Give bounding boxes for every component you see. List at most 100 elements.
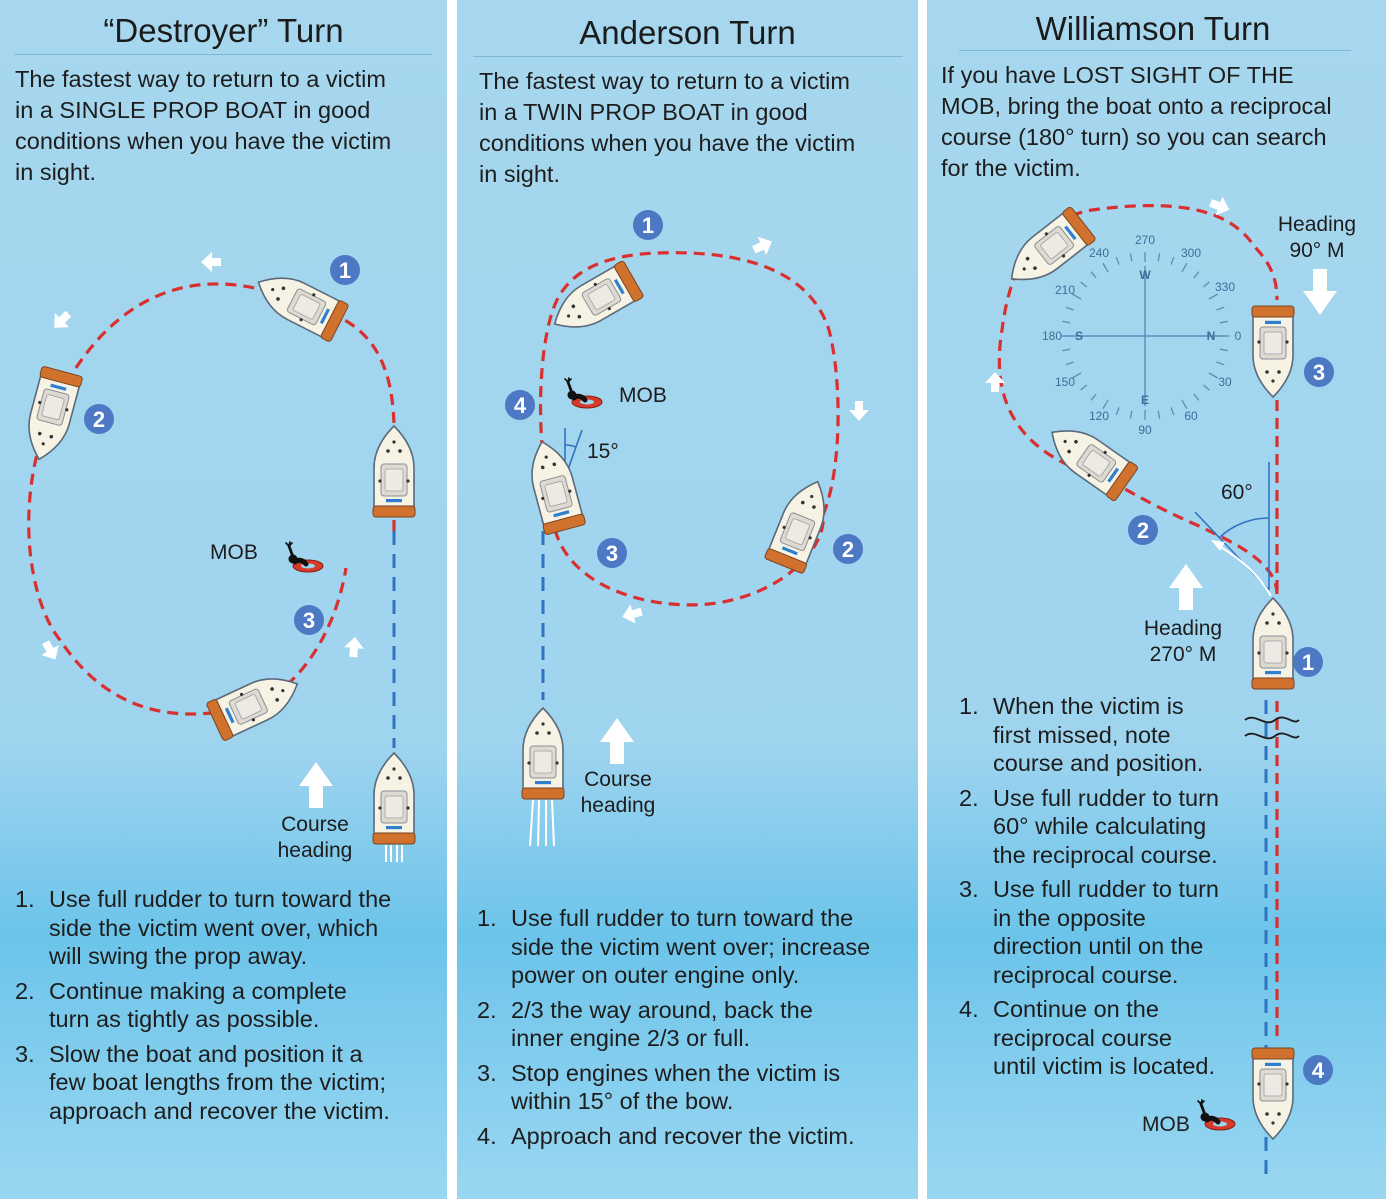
step-line: Stop engines when the victim is	[511, 1059, 841, 1086]
intro-line: in sight.	[479, 161, 560, 187]
title-rule	[959, 50, 1351, 51]
step-item: 4. Continue on the reciprocal course unt…	[959, 995, 1259, 1081]
panel-title: Anderson Turn	[579, 14, 796, 51]
marker-badge-3: 3	[1304, 357, 1334, 387]
course-heading-label: Course heading	[573, 767, 663, 819]
heading-arrow-icon	[1303, 269, 1337, 315]
step-number: 4.	[959, 996, 979, 1022]
marker-badge-2: 2	[1128, 515, 1158, 545]
prop-wash-icon	[385, 845, 403, 862]
prop-wash-icon	[529, 799, 555, 847]
step-line: the reciprocal course.	[993, 841, 1218, 868]
intro-line: in sight.	[15, 159, 96, 185]
intro-line: The fastest way to return to a victim	[15, 66, 386, 92]
compass-degree: 90	[1138, 423, 1152, 437]
turn-arrow-head	[1211, 540, 1225, 551]
marker-badge-4: 4	[1303, 1055, 1333, 1085]
step-line: Use full rudder to turn	[993, 784, 1219, 811]
marker-badge-4: 4	[505, 390, 535, 420]
boat-icon	[1251, 597, 1295, 690]
compass-degree: 210	[1055, 283, 1075, 297]
step-line: 60° while calculating	[993, 813, 1207, 839]
step-line: reciprocal course	[993, 1024, 1172, 1051]
step-item: 4. Approach and recover the victim.	[477, 1122, 915, 1151]
step-line: power on outer engine only.	[511, 962, 800, 988]
svg-text:2: 2	[1137, 518, 1149, 543]
mob-swimmer-icon	[565, 378, 602, 408]
compass-degree: 60	[1184, 409, 1198, 423]
boat-icon	[1251, 305, 1295, 398]
boat-icon	[543, 259, 645, 343]
boat-icon	[520, 435, 587, 536]
step-line: 2/3 the way around, back the	[511, 996, 813, 1023]
direction-arrow-icon	[47, 306, 76, 335]
boat-icon	[17, 365, 84, 466]
boat-icon	[763, 472, 839, 575]
compass-cardinal: S	[1075, 329, 1083, 343]
step-line: in the opposite	[993, 904, 1146, 931]
label-line: 270° M	[1149, 643, 1217, 666]
mob-label: MOB	[210, 541, 258, 564]
step-line: first missed, note	[993, 721, 1171, 748]
label-line: Course	[584, 768, 652, 791]
angle-label: 15°	[587, 440, 619, 463]
step-line: Continue making a complete	[49, 977, 347, 1004]
step-number: 1.	[959, 693, 979, 719]
turn-path	[27, 282, 396, 716]
label-line: Heading	[1277, 213, 1357, 236]
svg-text:4: 4	[514, 393, 527, 418]
anderson-diagram: 1 2 3 4	[505, 210, 869, 847]
marker-badge-1: 1	[330, 255, 360, 285]
step-line: inner engine 2/3 or full.	[511, 1025, 751, 1051]
boat-icon	[521, 707, 565, 800]
step-item: 3. Use full rudder to turn in the opposi…	[959, 875, 1259, 989]
svg-text:2: 2	[93, 407, 105, 432]
direction-arrow-icon	[849, 401, 869, 421]
svg-text:2: 2	[842, 537, 854, 562]
step-item: 1. Use full rudder to turn toward the si…	[15, 885, 435, 971]
title-rule	[14, 54, 432, 55]
marker-badge-2: 2	[84, 404, 114, 434]
step-number: 4.	[477, 1122, 497, 1149]
step-item: 2. Use full rudder to turn 60° while cal…	[959, 784, 1259, 870]
angle-arc	[564, 444, 577, 448]
destroyer-turn-panel: “Destroyer” Turn The fastest way to retu…	[0, 0, 447, 1199]
mob-label: MOB	[619, 384, 667, 407]
intro-text: If you have LOST SIGHT OF THE MOB, bring…	[941, 60, 1381, 184]
svg-text:3: 3	[1313, 360, 1325, 385]
label-line: 90° M	[1289, 239, 1345, 262]
intro-line: conditions when you have the victim	[479, 130, 856, 156]
marker-badge-1: 1	[1293, 647, 1323, 677]
compass-degree: 0	[1235, 329, 1242, 343]
intro-text: The fastest way to return to a victim in…	[479, 66, 914, 190]
step-line: course and position.	[993, 750, 1204, 776]
direction-arrow-icon	[619, 602, 645, 627]
svg-text:3: 3	[606, 541, 618, 566]
svg-text:1: 1	[339, 258, 351, 283]
label-line: heading	[277, 839, 353, 862]
heading-270-label: Heading 270° M	[1135, 616, 1231, 668]
intro-line: MOB, bring the boat onto a reciprocal	[941, 93, 1332, 119]
angle-label: 60°	[1221, 481, 1253, 504]
course-heading-label: Course heading	[268, 812, 362, 864]
step-line: side the victim went over, which	[49, 914, 379, 941]
label-line: Heading	[1143, 617, 1223, 640]
step-number: 3.	[477, 1059, 497, 1086]
step-item: 2. Continue making a complete turn as ti…	[15, 977, 435, 1034]
step-line: Continue on the	[993, 996, 1159, 1022]
step-line: turn as tightly as possible.	[49, 1006, 320, 1032]
intro-line: If you have LOST SIGHT OF THE	[941, 62, 1294, 88]
step-number: 3.	[959, 876, 979, 902]
compass-cardinal: W	[1139, 268, 1151, 282]
steps-list: 1. When the victim is first missed, note…	[959, 692, 1259, 1087]
heading-arrow-icon	[1169, 564, 1203, 610]
anderson-turn-panel: Anderson Turn The fastest way to return …	[457, 0, 918, 1199]
course-arrow-icon	[600, 718, 634, 764]
compass-degree: 270	[1135, 233, 1155, 247]
intro-line: in a TWIN PROP BOAT in good	[479, 99, 808, 125]
svg-text:3: 3	[303, 608, 315, 633]
intro-line: course (180° turn) so you can search	[941, 124, 1327, 150]
mob-swimmer-icon	[286, 542, 323, 572]
boat-icon	[372, 752, 416, 845]
step-line: direction until on the	[993, 933, 1204, 959]
